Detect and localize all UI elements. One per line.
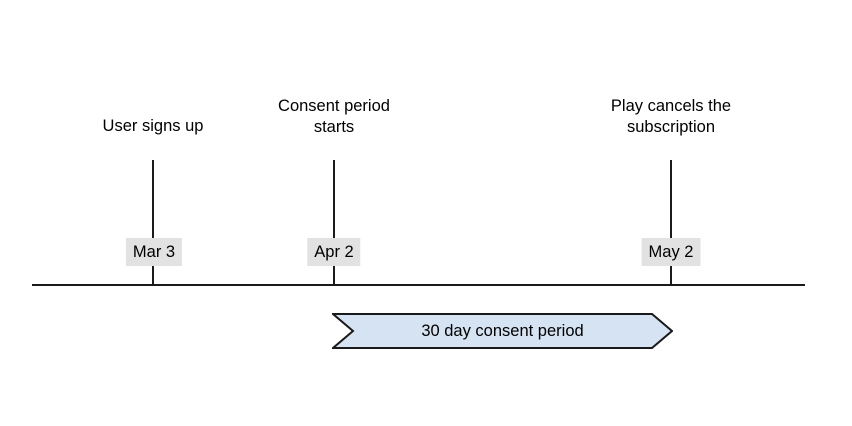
milestone-stem-play-cancels-subscription [670, 160, 672, 285]
chevron-banner-shape [332, 313, 673, 349]
milestone-date-badge-may-2: May 2 [641, 238, 701, 266]
milestone-caption-consent-period-starts: Consent period starts [278, 96, 390, 138]
milestone-caption-play-cancels-subscription: Play cancels the subscription [611, 96, 731, 138]
milestone-caption-line: Play cancels the [610, 97, 732, 115]
milestone-caption-user-signs-up: User signs up [103, 116, 204, 137]
milestone-stem-user-signs-up [152, 160, 154, 285]
consent-period-banner: 30 day consent period [332, 313, 673, 349]
consent-period-banner-label: 30 day consent period [421, 321, 584, 340]
milestone-stem-consent-period-starts [333, 160, 335, 285]
timeline-axis [32, 284, 805, 286]
milestone-caption-line: Consent period [278, 97, 390, 115]
milestone-caption-line: User signs up [102, 117, 204, 135]
milestone-date-badge-mar-3: Mar 3 [125, 238, 183, 266]
milestone-caption-line: subscription [626, 118, 716, 136]
milestone-caption-line: starts [313, 118, 355, 136]
milestone-date-badge-apr-2: Apr 2 [307, 238, 361, 266]
